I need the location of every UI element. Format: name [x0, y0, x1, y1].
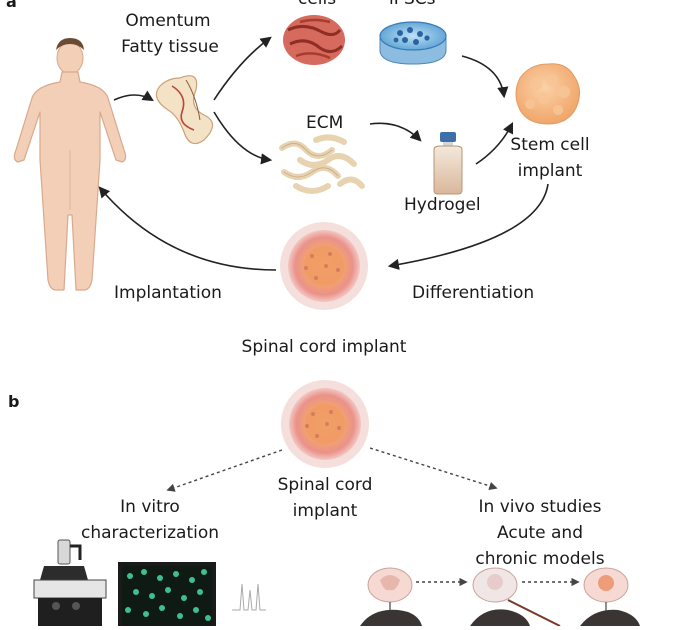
dotted-arrows: [166, 447, 498, 492]
hydrogel-label: Hydrogel: [404, 195, 481, 215]
stem-cell-implant-icon: [515, 63, 580, 125]
in-vitro-label: In vitro: [120, 497, 180, 517]
hydrogel-bottle-icon: [433, 132, 463, 195]
ecm-label: ECM: [306, 113, 344, 133]
panel-label-a: a: [6, 0, 17, 11]
action-potential-trace-icon: [232, 583, 266, 611]
mouse-models: [360, 609, 640, 626]
ecm-fibers-icon: [279, 134, 365, 194]
microscope-icon: [33, 539, 107, 626]
stem-implant-label: implant: [517, 161, 583, 181]
spinal-cord-label-b: Spinal cord: [277, 475, 373, 495]
acute-label: Acute and: [497, 523, 583, 543]
human-body-icon: [13, 38, 127, 291]
in-vivo-label: In vivo studies: [478, 497, 602, 517]
petri-dish-icon: [379, 21, 447, 65]
monitor-icon: [118, 562, 216, 626]
omentum-tissue-icon: [155, 75, 214, 145]
spinal-cross-section-icon: [367, 567, 413, 603]
mouse-icon: [470, 609, 530, 626]
chronic-models-label: chronic models: [475, 549, 605, 569]
fatty-tissue-label: Fatty tissue: [121, 37, 219, 57]
omentum-label: Omentum: [125, 11, 211, 31]
spinal-cross-section-icon: [583, 567, 629, 603]
implant-label-b: implant: [292, 501, 358, 521]
cells-label: cells: [298, 0, 336, 10]
differentiation-label: Differentiation: [412, 283, 535, 303]
spinal-cord-implant-label: Spinal cord implant: [241, 337, 407, 357]
characterization-label: characterization: [80, 523, 220, 543]
spinal-cord-implant-icon: [280, 222, 368, 310]
spinal-cord-sections: [367, 567, 629, 627]
stem-cell-label: Stem cell: [510, 135, 590, 155]
implantation-label: Implantation: [114, 283, 222, 303]
fibroblast-cells-icon: [283, 15, 345, 65]
ipscs-label: iPSCs: [389, 0, 436, 10]
mouse-icon: [360, 609, 422, 626]
panel-label-b: b: [8, 392, 20, 411]
process-arrows: [98, 36, 549, 271]
mouse-icon: [580, 609, 640, 626]
spinal-cross-section-icon: [472, 567, 518, 603]
spinal-cord-implant-icon-b: [281, 380, 369, 468]
